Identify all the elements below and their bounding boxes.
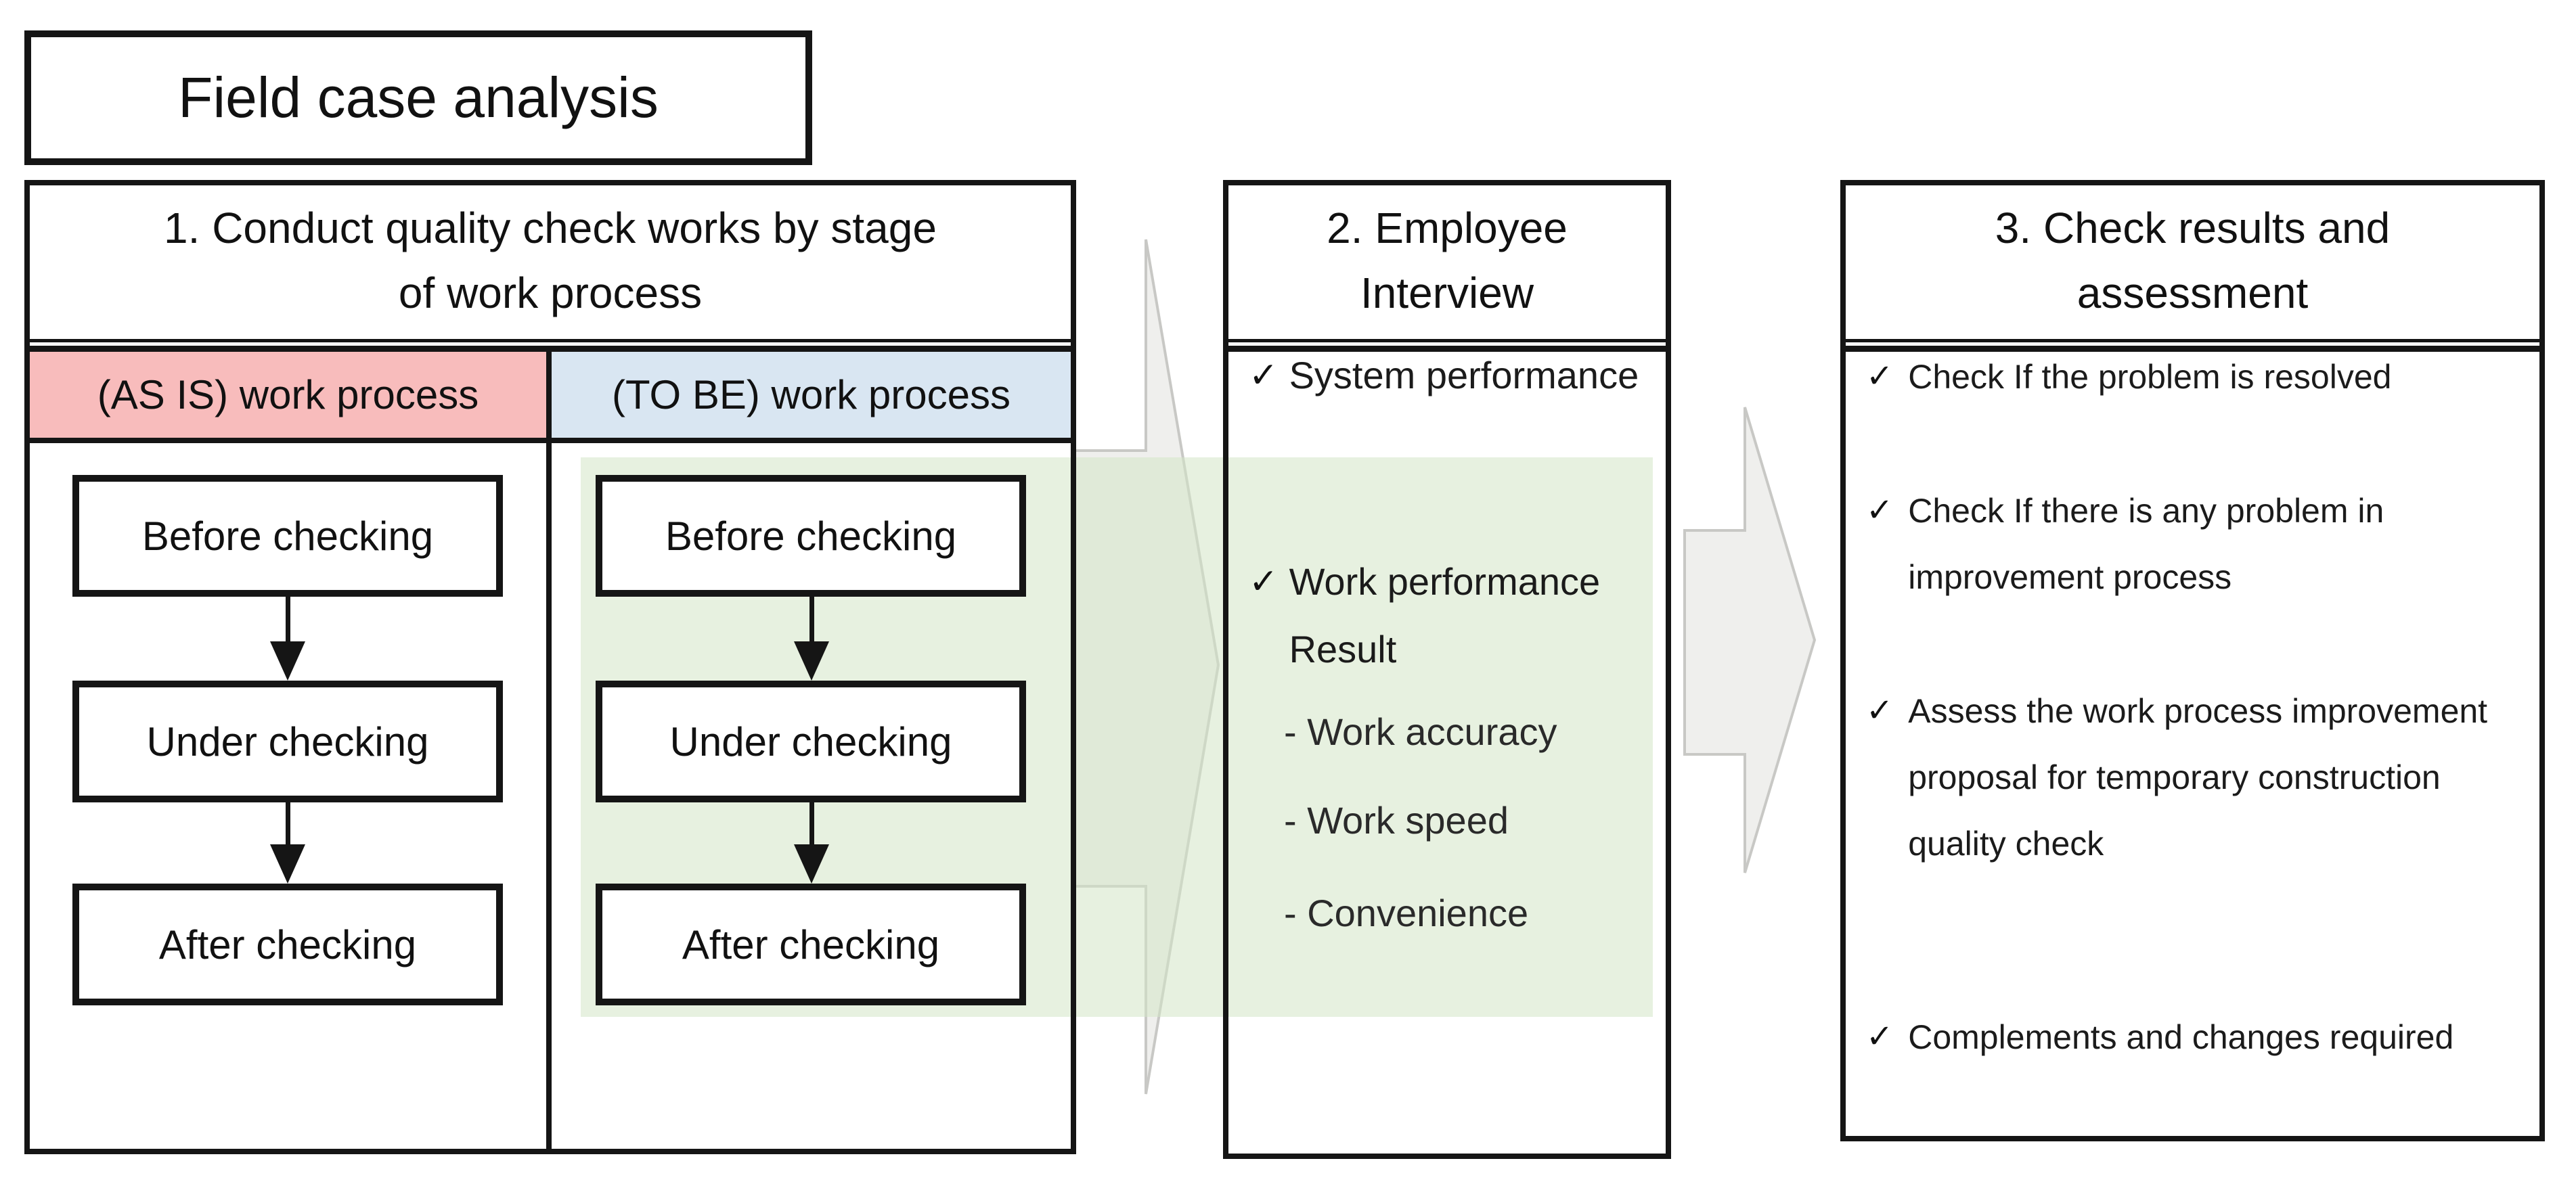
panel1-header-line2: of work process: [398, 269, 703, 317]
check-icon: ✓: [1866, 359, 1894, 394]
interview-subitem-accuracy: - Work accuracy: [1284, 710, 1557, 753]
check-icon: ✓: [1866, 493, 1894, 528]
as-is-step-before-label: Before checking: [141, 513, 434, 559]
as-is-column-header: (AS IS) work process: [30, 352, 546, 438]
as-is-step-after: After checking: [72, 884, 503, 1005]
check-icon: ✓: [1866, 1019, 1894, 1055]
to-be-connector-2-line: [809, 802, 814, 844]
as-is-connector-2-line: [286, 802, 290, 844]
panel1-divider-thick: [30, 346, 1071, 352]
interview-subitem-speed: - Work speed: [1284, 799, 1509, 842]
page-title: Field case analysis: [178, 66, 659, 129]
column-divider: [546, 352, 552, 1149]
to-be-column-header: (TO BE) work process: [552, 352, 1071, 438]
panel3-header: 3. Check results and assessment: [1849, 185, 2536, 336]
to-be-label: (TO BE) work process: [611, 372, 1011, 417]
panel1-divider-thin: [30, 339, 1071, 342]
flow-arrow-2-icon: [1683, 407, 1817, 873]
panel2-divider-thin: [1228, 339, 1666, 342]
check-icon: ✓: [1866, 693, 1894, 729]
as-is-step-after-label: After checking: [158, 921, 417, 967]
as-is-connector-1-line: [286, 597, 290, 641]
to-be-step-before-label: Before checking: [665, 513, 957, 559]
to-be-step-before: Before checking: [596, 475, 1026, 597]
assessment-item-label: Complements and changes required: [1908, 1018, 2454, 1056]
panel-check-results: [1840, 180, 2545, 1141]
to-be-connector-1-line: [809, 597, 814, 641]
as-is-label: (AS IS) work process: [97, 372, 479, 417]
interview-subitem-convenience: - Convenience: [1284, 892, 1529, 934]
to-be-connector-1-arrow-icon: [794, 641, 829, 681]
panel-quality-check: [24, 180, 1076, 1154]
assessment-item-problem-in-process: ✓ Check If there is any problem in impro…: [1866, 478, 2504, 610]
to-be-connector-2-arrow-icon: [794, 844, 829, 884]
panel3-divider-thin: [1846, 339, 2539, 342]
to-be-step-under: Under checking: [596, 681, 1026, 802]
assessment-item-assess-proposal: ✓ Assess the work process improvement pr…: [1866, 678, 2504, 877]
check-icon: ✓: [1249, 562, 1279, 601]
as-is-step-before: Before checking: [72, 475, 503, 597]
panel3-divider-thick: [1846, 346, 2539, 352]
to-be-step-after-label: After checking: [682, 921, 940, 967]
assessment-item-label: Assess the work process improvement prop…: [1908, 692, 2488, 863]
to-be-step-under-label: Under checking: [669, 719, 952, 765]
title-box: Field case analysis: [24, 30, 812, 165]
as-is-step-under-label: Under checking: [146, 719, 429, 765]
panel3-header-line2: assessment: [2077, 269, 2309, 317]
panel2-divider-thick: [1228, 346, 1666, 352]
as-is-connector-1-arrow-icon: [270, 641, 305, 681]
panel1-header-line1: 1. Conduct quality check works by stage: [164, 204, 937, 252]
panel2-header: 2. Employee Interview: [1232, 185, 1662, 336]
panel1-header: 1. Conduct quality check works by stage …: [34, 185, 1067, 336]
panel2-header-line2: Interview: [1360, 269, 1534, 317]
interview-item-system-performance: ✓ System performance: [1249, 342, 1639, 409]
interview-item-work-performance: ✓ Work performance Result: [1249, 548, 1668, 683]
interview-item-label: System performance: [1289, 354, 1639, 396]
assessment-item-label: Check If the problem is resolved: [1908, 358, 2392, 396]
assessment-item-complements-changes: ✓ Complements and changes required: [1866, 1004, 2453, 1070]
panel3-header-line1: 3. Check results and: [1995, 204, 2391, 252]
to-be-step-after: After checking: [596, 884, 1026, 1005]
interview-item-label: Work performance Result: [1289, 560, 1601, 670]
as-is-connector-2-arrow-icon: [270, 844, 305, 884]
as-is-step-under: Under checking: [72, 681, 503, 802]
assessment-item-problem-resolved: ✓ Check If the problem is resolved: [1866, 344, 2391, 410]
check-icon: ✓: [1249, 356, 1279, 395]
panel2-header-line1: 2. Employee: [1327, 204, 1568, 252]
panel-employee-interview: [1223, 180, 1671, 1159]
assessment-item-label: Check If there is any problem in improve…: [1908, 492, 2384, 596]
